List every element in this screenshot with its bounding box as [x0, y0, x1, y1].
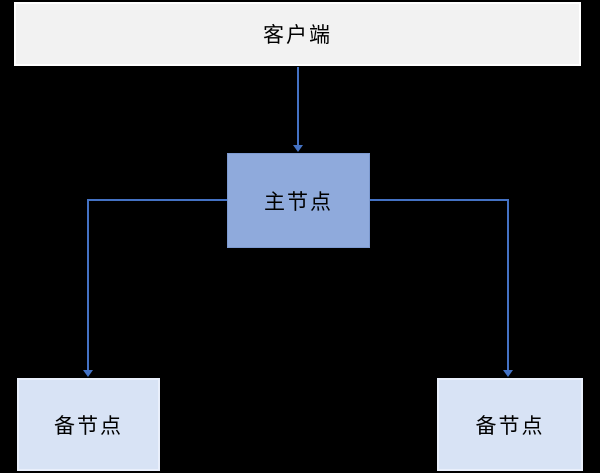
backup-node-right: 备节点: [437, 378, 583, 471]
master-to-backup-right-connector-horizontal: [370, 199, 508, 201]
master-node-label: 主节点: [264, 190, 333, 214]
client-to-master-connector: [297, 67, 299, 146]
master-node: 主节点: [227, 153, 370, 248]
arrowhead-down-icon: [83, 370, 93, 377]
master-to-backup-left-connector-vertical: [87, 199, 89, 371]
master-to-backup-left-connector-horizontal: [88, 199, 227, 201]
client-node-label: 客户端: [263, 24, 332, 47]
arrowhead-down-icon: [293, 145, 303, 152]
backup-node-left: 备节点: [17, 378, 160, 471]
arrowhead-down-icon: [503, 370, 513, 377]
backup-node-right-label: 备节点: [475, 414, 545, 438]
backup-node-left-label: 备节点: [54, 414, 123, 438]
client-node: 客户端: [14, 2, 581, 66]
master-to-backup-right-connector-vertical: [507, 199, 509, 371]
